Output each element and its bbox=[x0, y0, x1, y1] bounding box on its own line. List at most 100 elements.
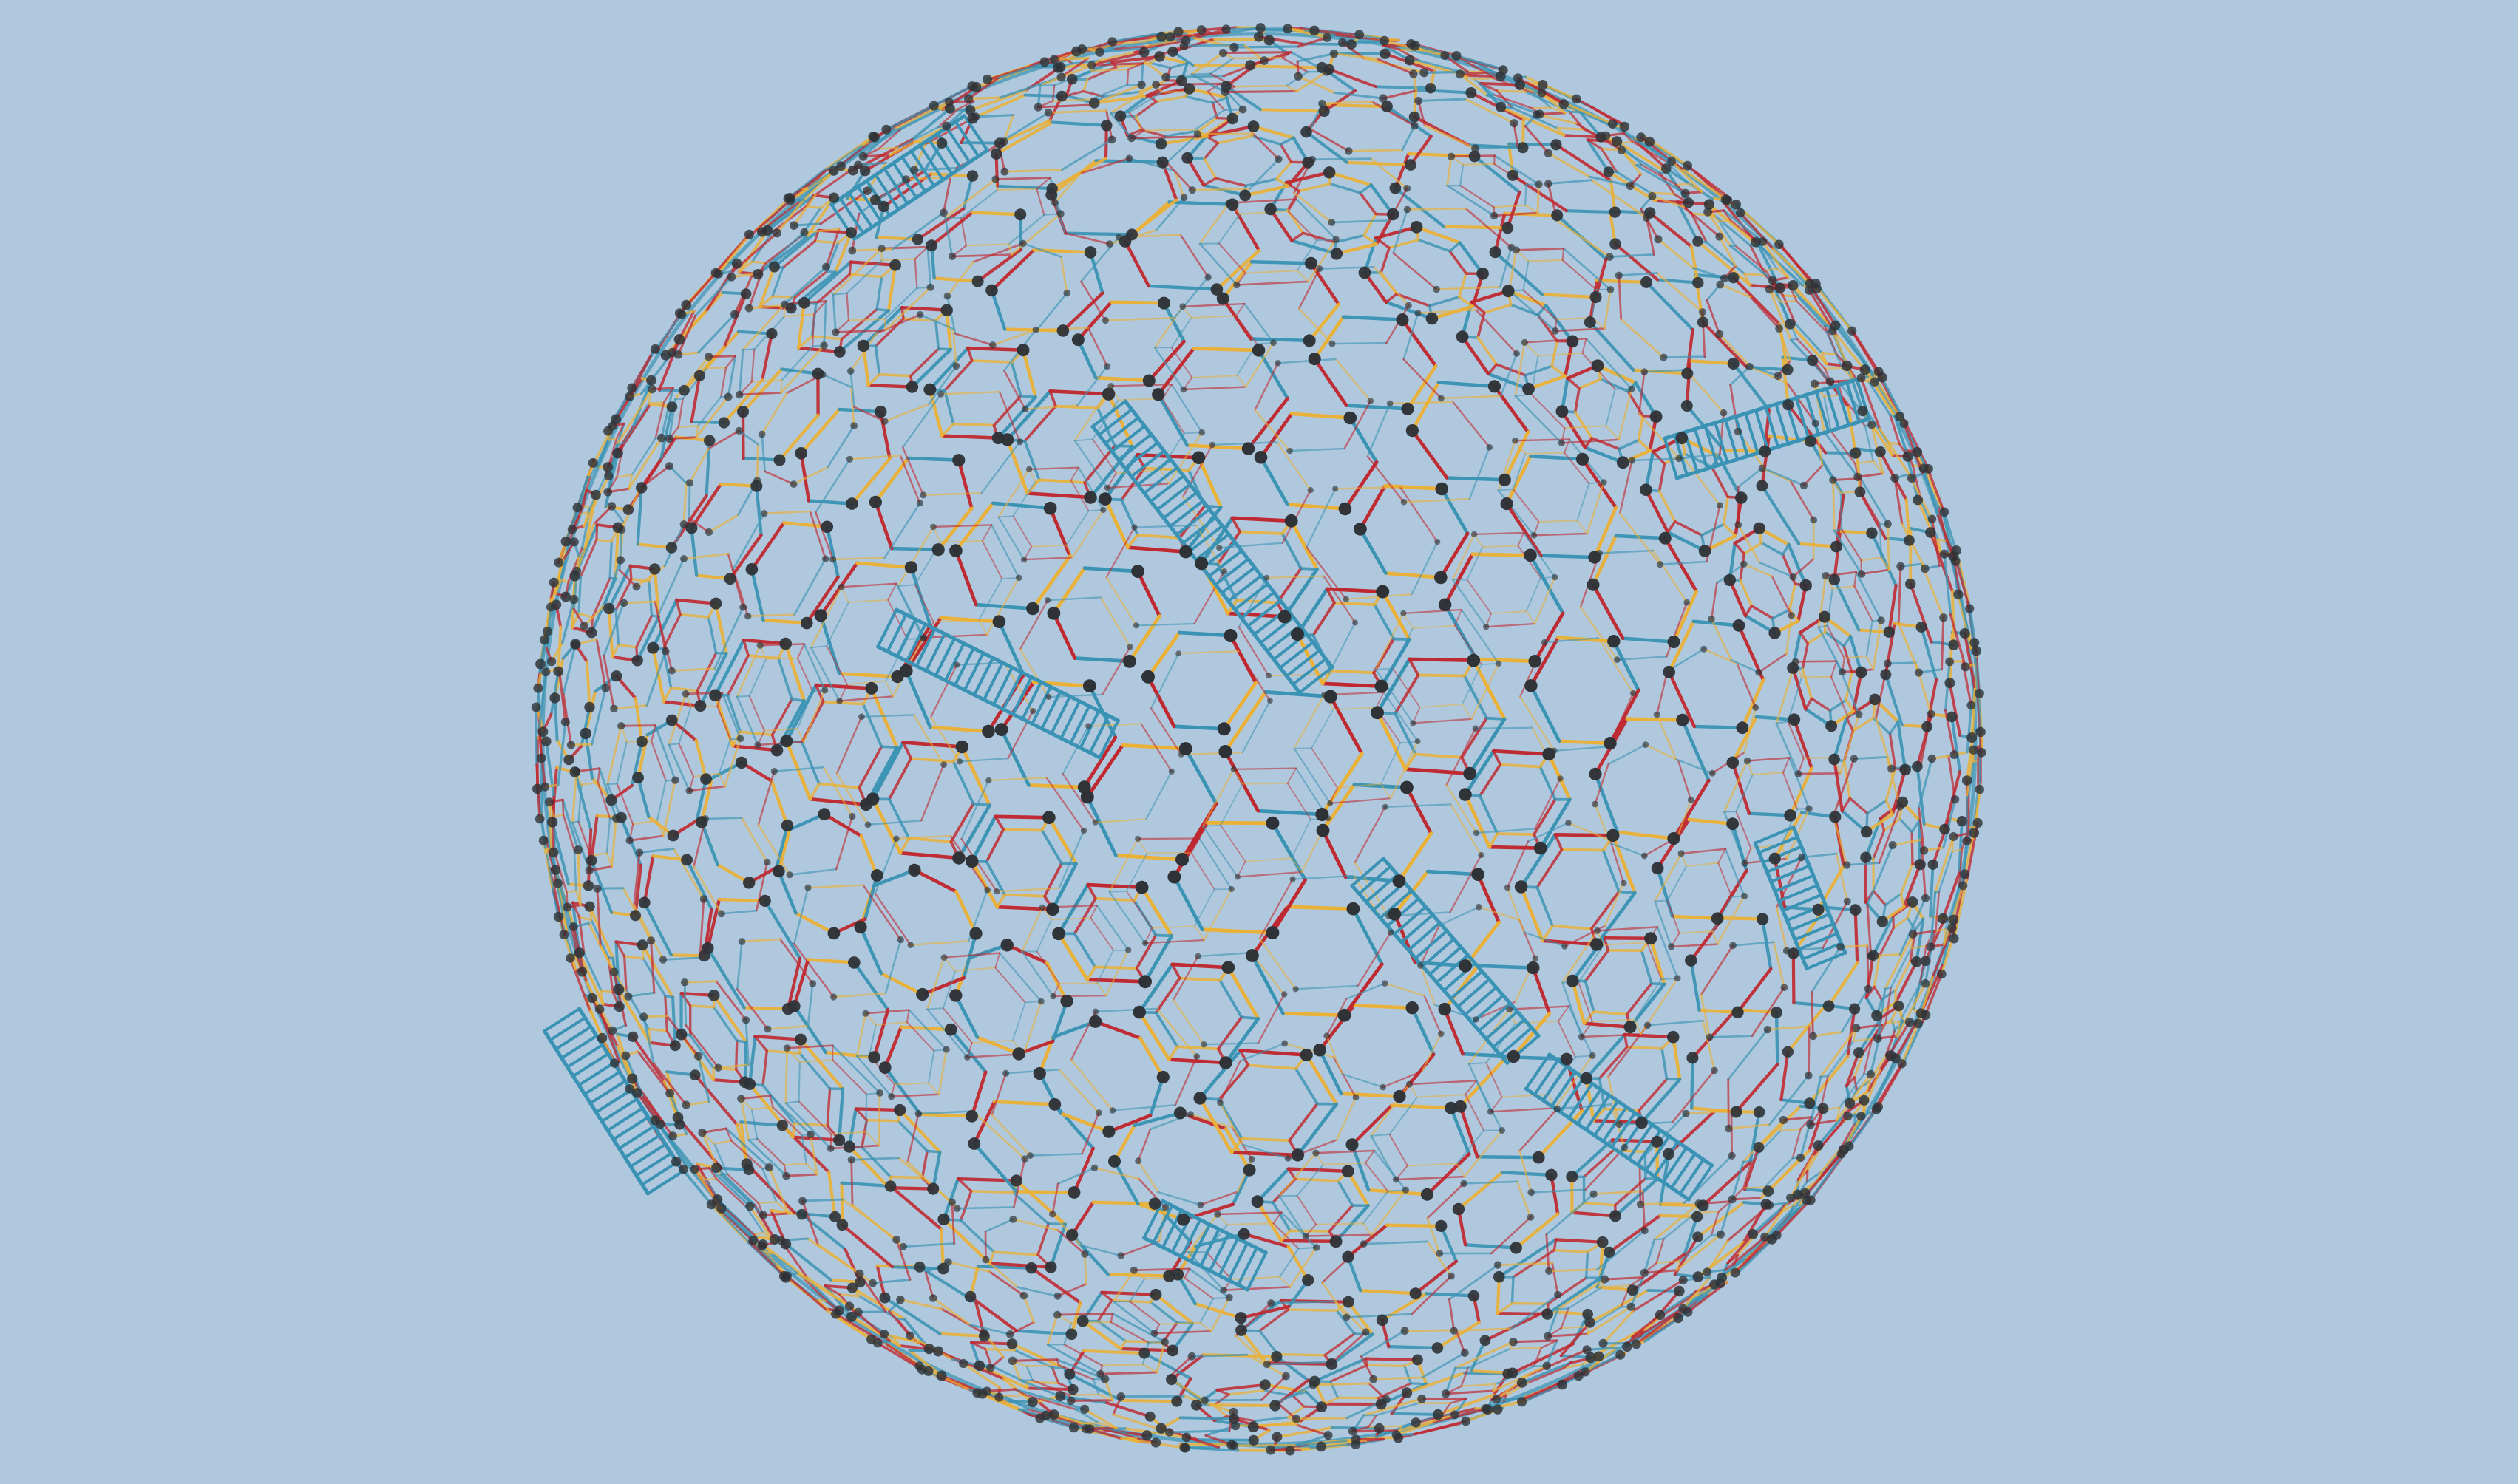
edge bbox=[1153, 1330, 1212, 1335]
edge bbox=[1550, 106, 1567, 115]
edge bbox=[1775, 721, 1789, 724]
edge bbox=[1639, 1202, 1686, 1206]
edge bbox=[1257, 993, 1286, 1044]
vertex bbox=[1080, 1404, 1090, 1414]
edge bbox=[1620, 149, 1643, 176]
edge bbox=[1030, 1266, 1082, 1304]
edge bbox=[1311, 747, 1338, 789]
band-rung bbox=[1558, 1076, 1586, 1114]
edge bbox=[641, 943, 674, 999]
vertex bbox=[1000, 939, 1014, 952]
edge bbox=[861, 1146, 892, 1179]
edge bbox=[1739, 211, 1774, 250]
edge bbox=[1706, 299, 1721, 336]
edge bbox=[554, 578, 563, 595]
edge bbox=[598, 1007, 620, 1063]
edge bbox=[883, 502, 921, 559]
edge bbox=[1817, 626, 1844, 673]
edge bbox=[1625, 717, 1685, 722]
edge bbox=[603, 654, 615, 710]
edge bbox=[928, 1082, 940, 1095]
edge bbox=[793, 942, 835, 998]
edge bbox=[1582, 1148, 1615, 1179]
edge bbox=[812, 300, 827, 316]
edge bbox=[1107, 1114, 1153, 1134]
edge bbox=[1879, 523, 1882, 559]
edge bbox=[1595, 891, 1637, 947]
edge bbox=[1456, 1163, 1465, 1178]
edge bbox=[1529, 454, 1584, 461]
edge bbox=[997, 111, 1050, 145]
edge bbox=[898, 851, 961, 860]
edge bbox=[1893, 477, 1904, 525]
edge bbox=[1408, 658, 1420, 677]
edge bbox=[929, 211, 974, 248]
edge bbox=[996, 188, 1038, 191]
edge bbox=[1156, 1007, 1198, 1058]
edge bbox=[1025, 1365, 1034, 1381]
edge bbox=[1079, 1244, 1122, 1257]
edge bbox=[875, 1021, 908, 1026]
edge bbox=[1308, 1443, 1349, 1449]
edge bbox=[849, 260, 897, 267]
edge bbox=[1603, 936, 1610, 952]
band-rung bbox=[1484, 1010, 1519, 1041]
band-rung bbox=[1050, 695, 1072, 735]
edge bbox=[1942, 798, 1957, 849]
edge bbox=[810, 647, 841, 702]
vertex bbox=[1173, 1106, 1187, 1120]
edge bbox=[1831, 330, 1856, 382]
edge bbox=[1924, 917, 1947, 963]
edge bbox=[1190, 852, 1215, 891]
edge bbox=[991, 1114, 1031, 1157]
edge bbox=[1463, 1129, 1503, 1178]
edge bbox=[717, 1063, 750, 1069]
edge bbox=[1093, 50, 1146, 66]
edge bbox=[1184, 1277, 1215, 1300]
edge bbox=[1167, 1045, 1179, 1061]
edge bbox=[996, 887, 1060, 893]
edge bbox=[1333, 601, 1377, 607]
edge bbox=[1797, 542, 1839, 548]
edge bbox=[1842, 635, 1852, 647]
edge bbox=[1135, 622, 1195, 627]
edge bbox=[1024, 404, 1079, 410]
edge bbox=[742, 303, 786, 351]
edge bbox=[1281, 489, 1311, 544]
edge bbox=[783, 1163, 807, 1166]
edge bbox=[1190, 837, 1201, 854]
edge bbox=[1950, 715, 1961, 773]
edge bbox=[1295, 198, 1337, 241]
edge bbox=[1474, 145, 1519, 150]
edge bbox=[616, 442, 625, 478]
edge bbox=[1742, 1186, 1766, 1189]
edge bbox=[1143, 39, 1177, 48]
edge bbox=[1292, 874, 1355, 880]
edge bbox=[736, 940, 743, 990]
edge bbox=[748, 1205, 776, 1244]
edge bbox=[651, 724, 656, 743]
vertex bbox=[1243, 1163, 1256, 1177]
edge bbox=[1717, 848, 1726, 864]
edge bbox=[1259, 108, 1326, 113]
edge bbox=[1899, 862, 1914, 896]
edge bbox=[1238, 1049, 1309, 1057]
band-rung bbox=[886, 613, 908, 653]
vertex bbox=[1181, 1432, 1192, 1443]
edge bbox=[1119, 1398, 1178, 1403]
edge bbox=[888, 1310, 912, 1337]
edge bbox=[1522, 531, 1556, 579]
vertex bbox=[1141, 1430, 1153, 1441]
edge bbox=[738, 429, 759, 446]
edge bbox=[616, 1044, 639, 1095]
edge bbox=[954, 548, 978, 607]
band-rung bbox=[1449, 970, 1484, 1001]
edge bbox=[810, 335, 844, 341]
edge bbox=[1199, 1321, 1212, 1332]
vertex bbox=[1263, 1361, 1271, 1369]
edge bbox=[608, 540, 613, 579]
edge bbox=[1782, 757, 1791, 774]
edge bbox=[834, 231, 853, 274]
edge bbox=[664, 995, 668, 1032]
edge bbox=[906, 1009, 910, 1024]
